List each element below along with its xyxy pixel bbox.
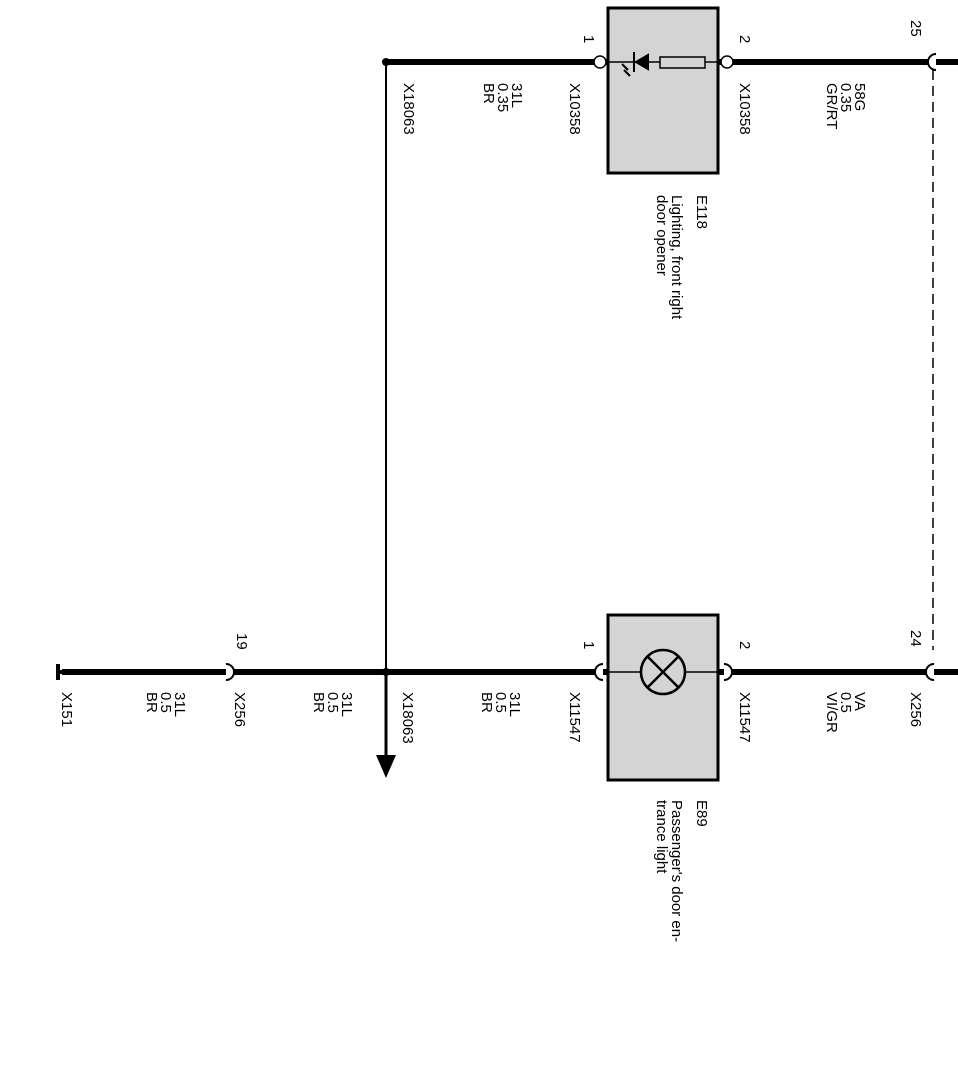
wire-spec: 31L0.5BR <box>310 692 355 717</box>
connector-arc-icon <box>594 663 604 681</box>
end-connector-icon <box>56 664 64 680</box>
pin-label: 19 <box>233 633 250 650</box>
connector-pin-icon <box>593 55 607 69</box>
component-id: E89 <box>693 800 710 827</box>
connector-arc-icon <box>225 663 235 681</box>
lamp-icon <box>639 648 687 696</box>
wire-spec: VA0.5VI/GR <box>823 692 868 733</box>
ground-arrow-icon <box>376 755 396 778</box>
wire-spec: 58G0.35GR/RT <box>823 83 868 129</box>
connector-label: X256 <box>907 692 924 727</box>
wire-spec: 31L0.35BR <box>480 83 525 112</box>
connector-arc-icon <box>925 663 935 681</box>
connector-label: X11547 <box>566 692 583 743</box>
pin-label: 1 <box>580 641 597 649</box>
connector-arc-icon <box>723 663 733 681</box>
component-e118-box <box>606 6 720 175</box>
component-description: Lighting, front rightdoor opener <box>653 195 685 320</box>
pin-label: 2 <box>736 641 753 649</box>
wire-spec: 31L0.5BR <box>143 692 188 717</box>
pin-label: 24 <box>907 630 924 647</box>
pin-label: 25 <box>907 20 924 37</box>
connector-label: X18063 <box>400 83 417 135</box>
connector-label: X18063 <box>399 692 416 744</box>
pin-label: 2 <box>736 35 753 43</box>
connector-label: X256 <box>231 692 248 727</box>
connector-label: X151 <box>58 692 75 727</box>
junction-dot <box>382 58 390 66</box>
component-description: Passenger's door en-trance light <box>653 800 685 942</box>
led-icon <box>621 52 649 77</box>
connector-pin-icon <box>720 55 734 69</box>
wire-spec: 31L0.5BR <box>478 692 523 717</box>
component-e89-box <box>606 613 720 782</box>
pin-label: 1 <box>580 35 597 43</box>
connector-label: X11547 <box>736 692 753 743</box>
connector-label: X10358 <box>736 83 753 135</box>
connector-arc-icon <box>927 53 937 71</box>
resistor-icon <box>659 56 706 69</box>
connector-label: X10358 <box>566 83 583 135</box>
component-id: E118 <box>693 195 710 229</box>
junction-dot <box>382 668 390 676</box>
